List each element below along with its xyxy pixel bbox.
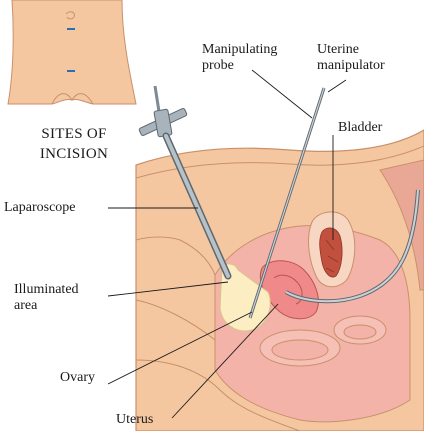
label-bladder: Bladder — [338, 120, 382, 136]
label-uterus: Uterus — [116, 412, 153, 428]
label-uterine-manipulator: Uterine manipulator — [317, 42, 385, 74]
torso-figure — [8, 0, 136, 104]
label-illuminated-area-line1: Illuminated — [14, 282, 79, 298]
label-uterine-manipulator-line1: Uterine — [317, 42, 385, 58]
label-manipulating-probe-line2: probe — [202, 58, 277, 74]
label-uterine-manipulator-line2: manipulator — [317, 58, 385, 74]
incision-mark-navel — [67, 28, 75, 30]
body-cross-section — [136, 130, 424, 431]
incision-mark-lower — [67, 70, 75, 72]
label-ovary: Ovary — [60, 370, 95, 386]
label-manipulating-probe: Manipulating probe — [202, 42, 277, 74]
caption-line-1: SITES OF — [22, 124, 126, 144]
label-laparoscope: Laparoscope — [4, 200, 76, 216]
torso-inset — [8, 0, 136, 104]
incision-caption: SITES OF INCISION — [22, 124, 126, 164]
label-manipulating-probe-line1: Manipulating — [202, 42, 277, 58]
label-illuminated-area: Illuminated area — [14, 282, 79, 314]
bladder — [309, 212, 355, 287]
caption-line-2: INCISION — [22, 144, 126, 164]
label-illuminated-area-line2: area — [14, 298, 79, 314]
